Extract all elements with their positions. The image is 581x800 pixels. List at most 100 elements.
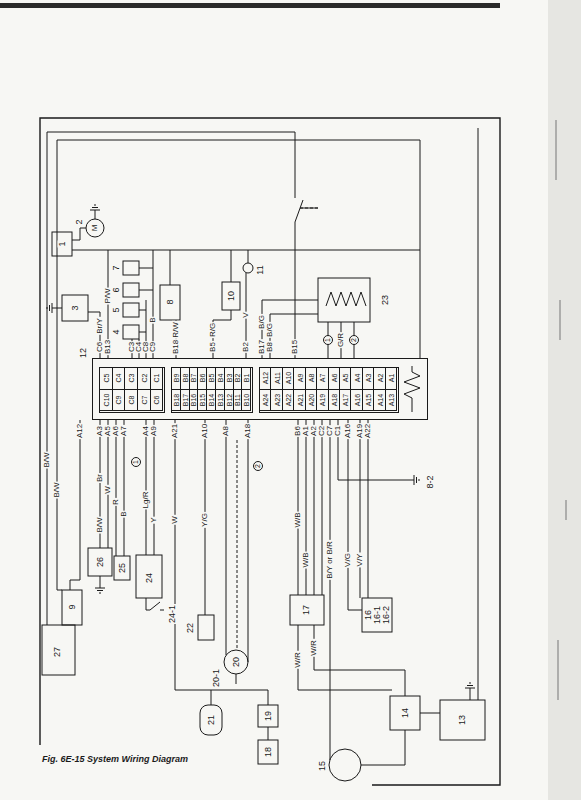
pin-cell: B13 — [216, 390, 225, 412]
callout-number: 16 — [364, 609, 373, 621]
connector-pin-grid: B18B9B17B8B16B7B15B6B14B5B13B4B12B3B11B2… — [171, 367, 253, 413]
pin-number: A12 — [262, 372, 269, 384]
wire-color: R — [112, 498, 120, 506]
pin-cell: A21 — [294, 390, 305, 412]
pin-cell: B8 — [181, 368, 190, 390]
pin-label: A5 — [104, 425, 112, 437]
pin-cell: B5 — [207, 368, 216, 390]
pin-cell: B9 — [172, 368, 181, 390]
wire-color: R/W — [172, 321, 180, 339]
pin-cell: A19 — [317, 390, 328, 412]
callout-number: 4 — [112, 328, 121, 335]
pin-number: B17 — [181, 394, 188, 406]
pin-number: A13 — [387, 394, 394, 406]
pin-cell: A14 — [374, 390, 385, 412]
callout-number: 19 — [264, 710, 273, 722]
pin-number: B12 — [225, 394, 232, 406]
pin-number: B10 — [243, 394, 250, 406]
pin-cell: C9 — [113, 390, 126, 412]
wire-color: V/G — [344, 552, 352, 568]
pin-cell: A8 — [306, 368, 317, 390]
pin-label: A3 — [96, 425, 104, 437]
pin-label: A7 — [120, 425, 128, 437]
control-module-box: 12C10C5C9C4C8C3C7C2C6C1B18B9B17B8B16B7B1… — [92, 358, 428, 420]
pin-number: A21 — [296, 394, 303, 406]
motor-letter: M — [91, 224, 99, 233]
pin-cell: B14 — [207, 390, 216, 412]
callout-number: 22 — [186, 622, 195, 634]
pin-cell: B16 — [190, 390, 199, 412]
pin-label: A12 — [76, 423, 84, 439]
pin-number: C8 — [128, 395, 135, 404]
pin-label: C6 — [96, 341, 104, 353]
pin-label: A4 — [142, 425, 150, 437]
pin-number: A6 — [330, 374, 337, 383]
pin-number: B2 — [234, 374, 241, 383]
pin-label: A1 — [302, 425, 310, 437]
pin-number: A2 — [376, 374, 383, 383]
pin-number: C4 — [115, 374, 122, 383]
pin-cell: A13 — [386, 390, 397, 412]
pin-label: B18 — [172, 339, 180, 355]
pin-number: A18 — [330, 394, 337, 406]
pin-number: B5 — [208, 374, 215, 383]
pin-label: A22 — [364, 423, 372, 439]
pin-number: A15 — [365, 394, 372, 406]
wire-color: Y/G — [201, 512, 209, 528]
callout-number: 11 — [256, 264, 265, 275]
pin-number: B1 — [243, 374, 250, 383]
pin-label: A2 — [310, 425, 318, 437]
pin-label: A21 — [171, 423, 179, 439]
pin-label: C2 — [318, 425, 326, 437]
callout-number: 25 — [118, 562, 127, 574]
wire-color: B/W — [96, 516, 104, 533]
pin-cell: B6 — [198, 368, 207, 390]
callout-number: 1 — [58, 240, 67, 247]
callout-number: 16-2 — [382, 605, 391, 625]
pin-cell: A6 — [329, 368, 340, 390]
pin-cell: A2 — [374, 368, 385, 390]
pin-label: C9 — [149, 341, 157, 353]
callout-number: 16-1 — [373, 605, 382, 625]
pin-cell: C4 — [113, 368, 126, 390]
callout-number: 14 — [401, 707, 410, 719]
module-number: 12 — [79, 347, 88, 359]
connector-pin-grid: C10C5C9C4C8C3C7C2C6C1 — [99, 367, 165, 413]
pin-cell: B4 — [216, 368, 225, 390]
wires — [40, 118, 500, 785]
wire-color: B/Y or B/R — [326, 540, 334, 580]
pin-number: B14 — [208, 394, 215, 406]
wire-color: W/B — [302, 551, 310, 568]
wire-color: W/R — [310, 639, 318, 657]
pin-cell: A4 — [351, 368, 362, 390]
callout-number: 9 — [68, 603, 77, 610]
pin-label: A19 — [356, 423, 364, 439]
wire-color: V — [242, 311, 250, 318]
callout-number: 3 — [71, 304, 80, 311]
pin-label: A10 — [201, 423, 209, 439]
callout-number: 20-1 — [212, 668, 221, 688]
circled-number: 1 — [323, 335, 333, 345]
pin-label: A16 — [344, 423, 352, 439]
pin-number: C5 — [102, 374, 109, 383]
pin-number: C6 — [153, 395, 160, 404]
pin-label: B17 — [258, 339, 266, 355]
pin-number: A16 — [353, 394, 360, 406]
wire-color: Br — [96, 473, 104, 483]
pin-number: C1 — [153, 374, 160, 383]
pin-number: A24 — [262, 394, 269, 406]
pin-number: A9 — [296, 374, 303, 383]
pin-number: C2 — [140, 374, 147, 383]
pin-cell: A3 — [363, 368, 374, 390]
wire-color: Y — [150, 516, 158, 523]
wire-color: G/R — [337, 332, 345, 348]
wire-color: P/W — [104, 287, 112, 304]
wire-color: W/R — [294, 651, 302, 669]
callout-number: 13 — [458, 714, 467, 726]
pin-cell: A23 — [271, 390, 282, 412]
pin-number: B8 — [181, 374, 188, 383]
pin-cell: C7 — [138, 390, 151, 412]
pin-number: B13 — [216, 394, 223, 406]
pin-number: B4 — [216, 374, 223, 383]
callout-number: 7 — [112, 264, 121, 271]
